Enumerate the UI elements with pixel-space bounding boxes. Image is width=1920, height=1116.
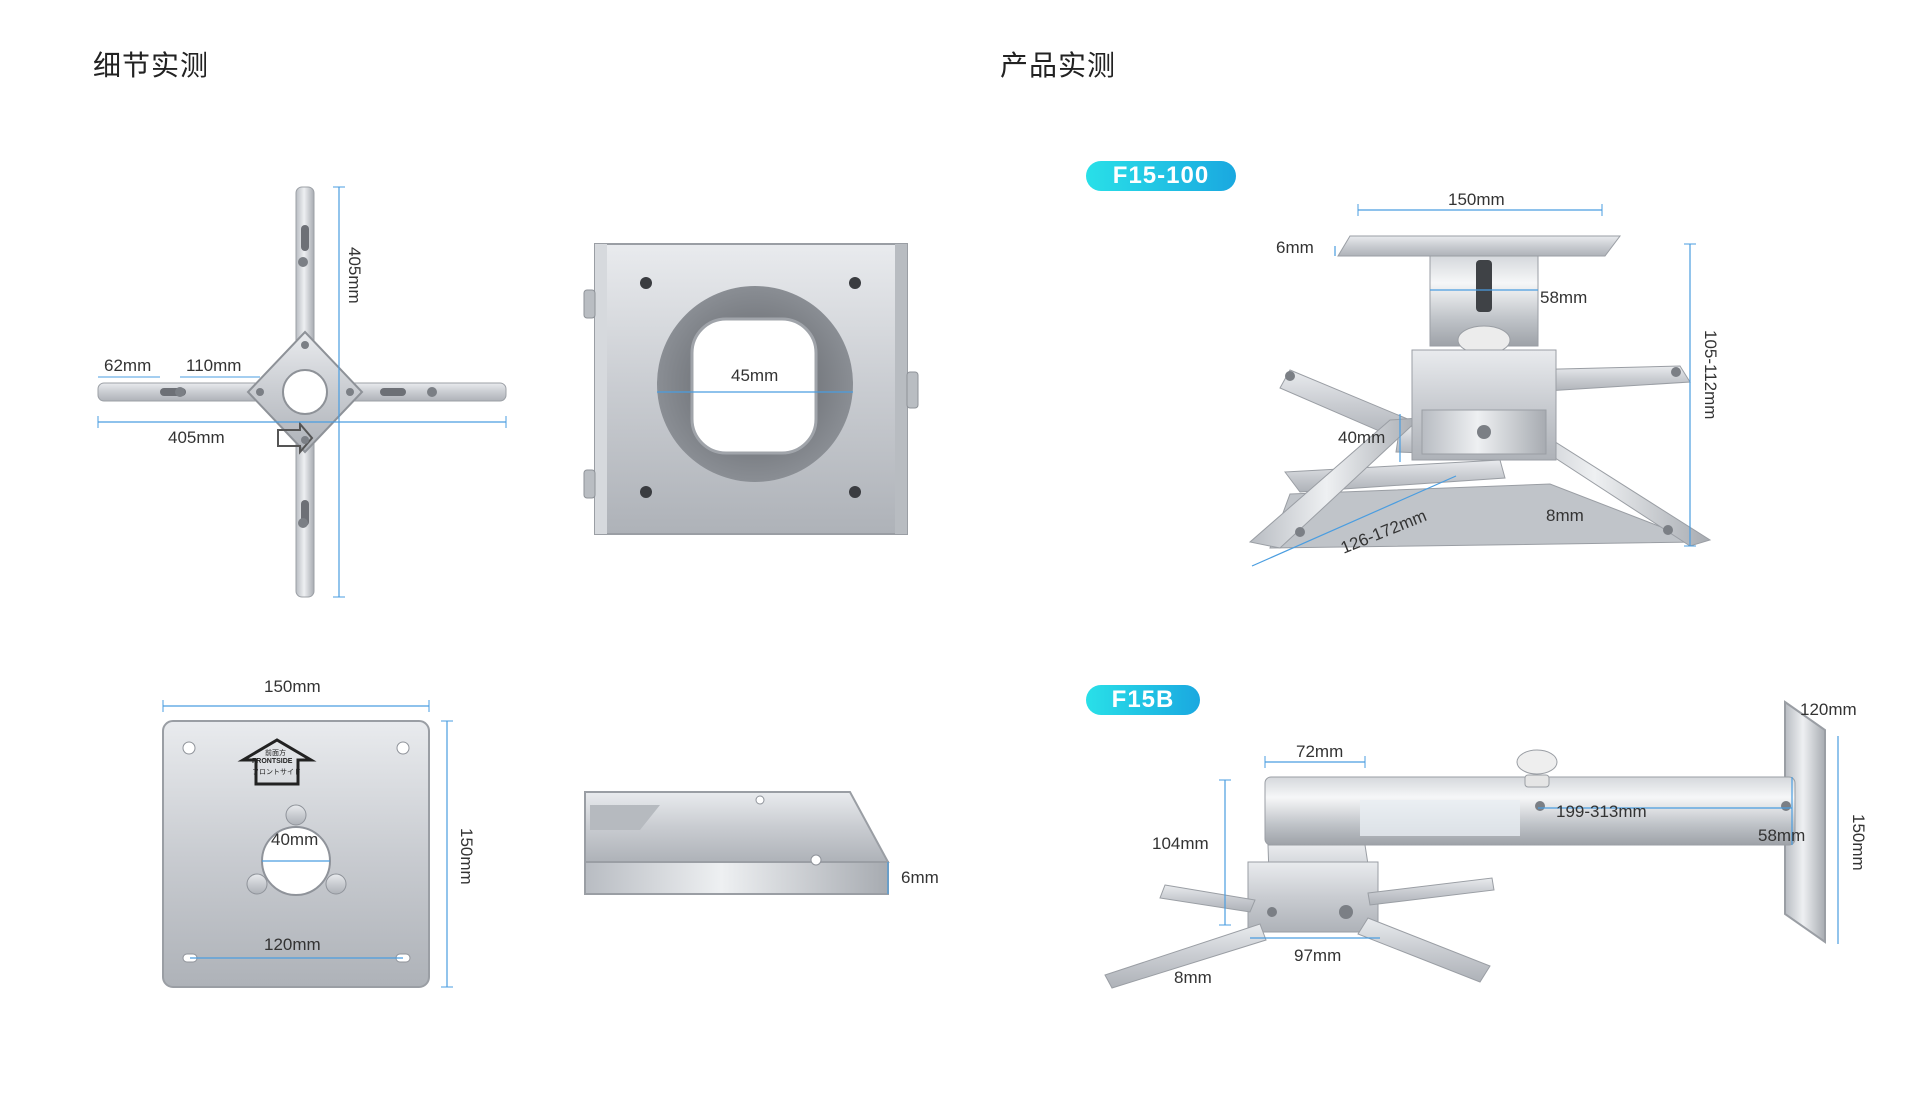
f15-100-plate-width-label: 150mm bbox=[1448, 190, 1505, 209]
f15-100-plate-thickness-label: 6mm bbox=[1276, 238, 1314, 257]
plate-width-label: 150mm bbox=[264, 677, 321, 696]
f15b-extension-label: 199-313mm bbox=[1556, 802, 1647, 821]
cross-center-width-label: 110mm bbox=[186, 356, 242, 375]
plate-height-label: 150mm bbox=[457, 828, 476, 885]
f15-100-height-label: 105-112mm bbox=[1701, 330, 1720, 420]
frontside-label-cn: 前面方 bbox=[265, 749, 286, 757]
f15-100-mount-drawing bbox=[1248, 204, 1712, 567]
cross-height-label: 405mm bbox=[345, 247, 364, 304]
frontside-label-en: FRONTSIDE bbox=[252, 758, 293, 765]
model-badge-f15-100: F15-100 bbox=[1086, 161, 1236, 191]
f15-100-arm-slot-label: 8mm bbox=[1546, 506, 1584, 525]
f15b-arm-slot-label: 8mm bbox=[1174, 968, 1212, 987]
frontside-label-jp: フロントサイド bbox=[252, 768, 301, 776]
model-badge-f15b: F15B bbox=[1086, 685, 1200, 715]
cross-bracket-drawing bbox=[97, 186, 507, 598]
f15b-wall-plate-width-label: 120mm bbox=[1800, 700, 1857, 719]
f15b-drop-height-label: 104mm bbox=[1152, 834, 1209, 853]
clamp-block-drawing bbox=[583, 243, 919, 535]
f15b-base-width-label: 97mm bbox=[1294, 946, 1342, 965]
f15-100-tube-label: 58mm bbox=[1540, 288, 1588, 307]
cross-total-width-label: 405mm bbox=[168, 428, 225, 447]
f15b-tube-label: 58mm bbox=[1758, 826, 1806, 845]
plate-hole-spacing-label: 120mm bbox=[264, 935, 321, 954]
plate-thickness-label: 6mm bbox=[901, 868, 939, 887]
clamp-opening-label: 45mm bbox=[731, 366, 779, 385]
product-section-title: 产品实测 bbox=[1000, 49, 1117, 82]
f15b-wall-plate-height-label: 150mm bbox=[1849, 814, 1868, 871]
f15b-mount-drawing bbox=[1104, 700, 1839, 989]
f15-100-block-height-label: 40mm bbox=[1338, 428, 1386, 447]
ceiling-plate-drawing bbox=[162, 700, 453, 988]
f15b-clamp-width-label: 72mm bbox=[1296, 742, 1344, 761]
details-section-title: 细节实测 bbox=[93, 49, 210, 82]
plate-hole-label: 40mm bbox=[271, 830, 319, 849]
cross-arm-width-label: 62mm bbox=[104, 356, 152, 375]
plate-side-drawing bbox=[584, 791, 890, 895]
